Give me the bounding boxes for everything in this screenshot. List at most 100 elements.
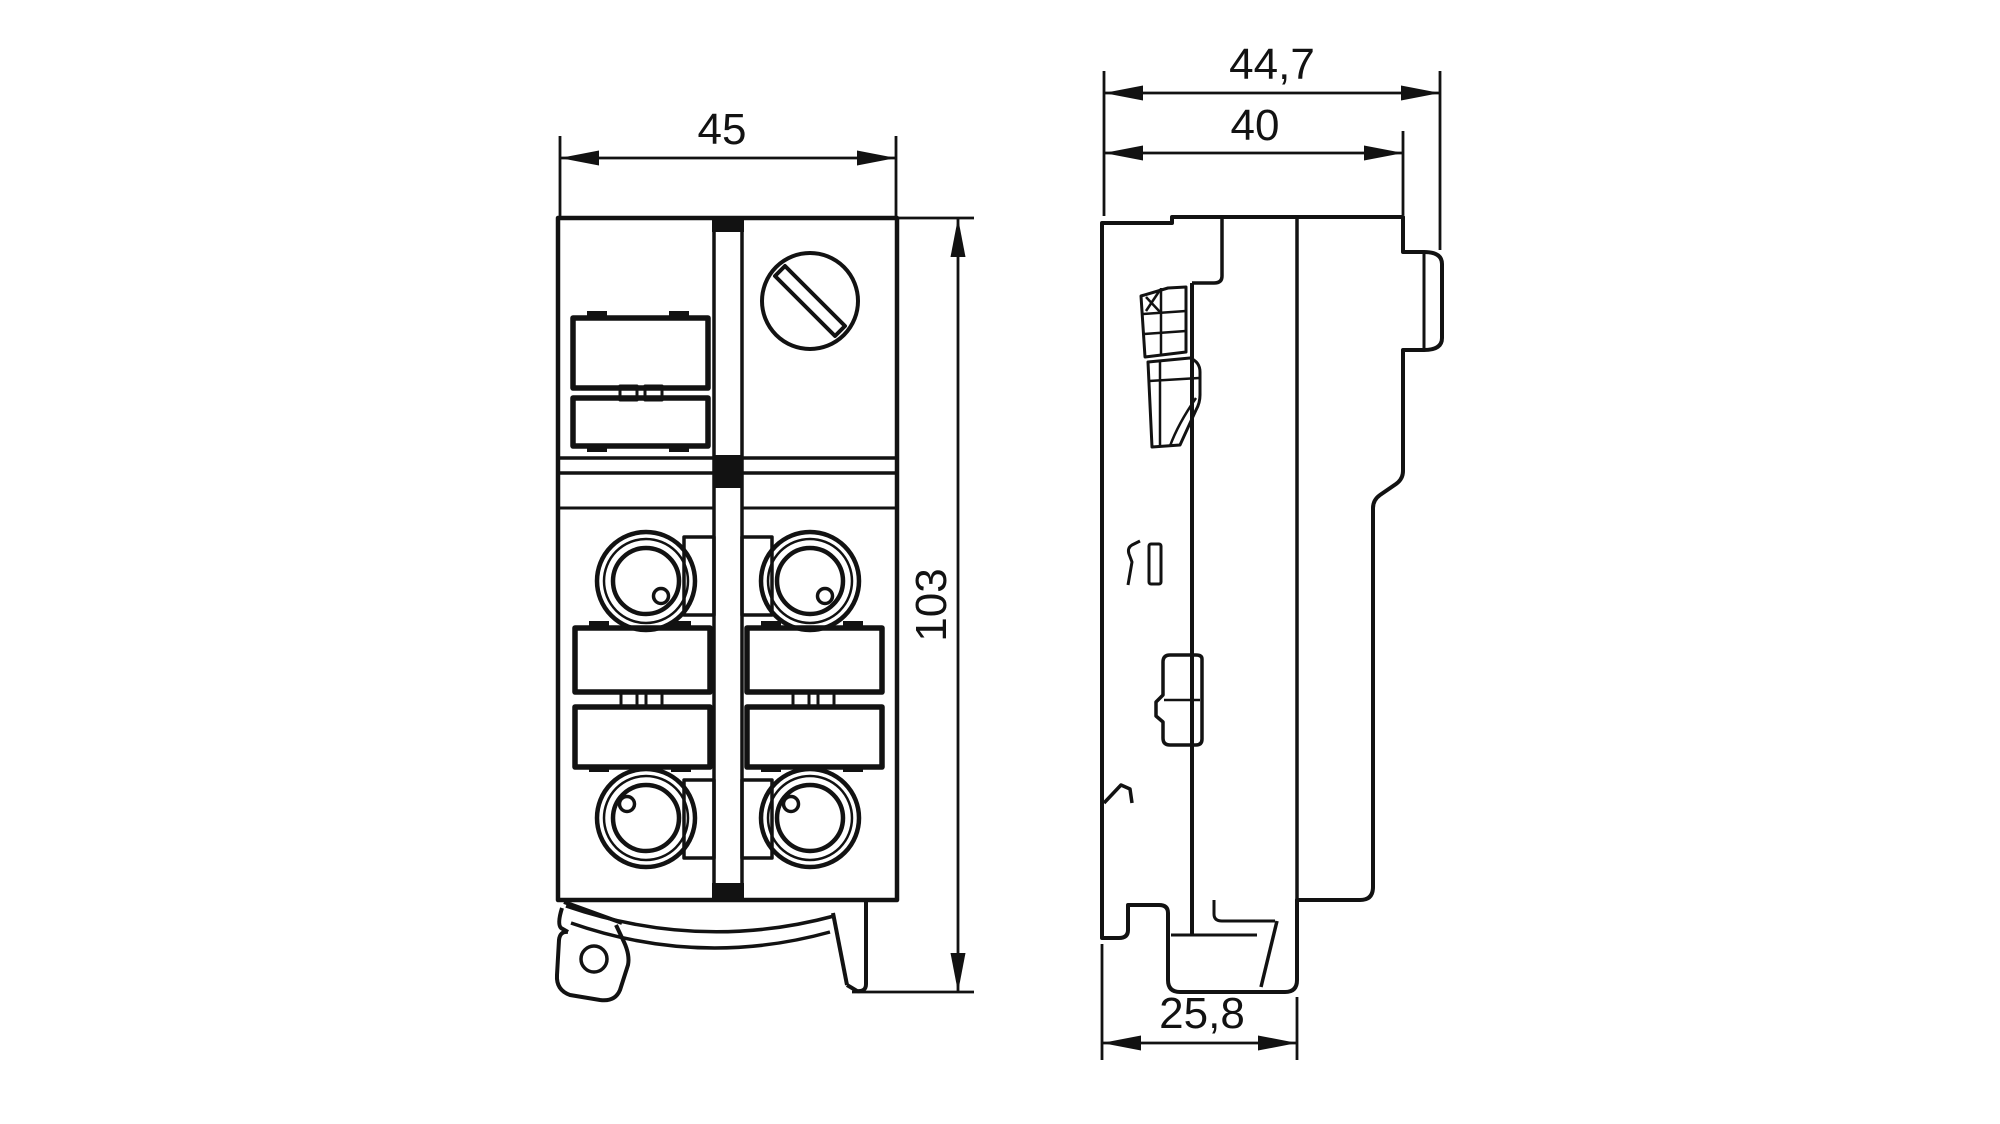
- socket-inner-ring: [610, 782, 682, 854]
- lower-right-terminal-block-1: [744, 625, 885, 695]
- foot-diagonal: [1259, 920, 1279, 988]
- contact-outline: [1139, 285, 1188, 359]
- socket-mid-ring: [766, 774, 854, 862]
- arrowhead-right: [1258, 1035, 1297, 1051]
- lower-right-terminal-block-2: [744, 704, 885, 770]
- foot-step: [1212, 900, 1275, 923]
- dimension-din-foot-width: 25,8: [1100, 944, 1299, 1060]
- edge-notch: [587, 311, 607, 317]
- arrowhead-left: [1104, 145, 1143, 161]
- dimensions: 45 103 44,7 40: [558, 40, 1442, 1060]
- front-din-foot: [554, 900, 868, 1003]
- socket-outer-ring: [758, 529, 862, 633]
- screw-slot: [773, 264, 847, 338]
- contact-line: [1142, 309, 1187, 316]
- lower-left-terminal-block-1: [572, 625, 713, 695]
- foot-leg-inner: [831, 912, 849, 986]
- section-dividers: [558, 456, 897, 510]
- latch-hole: [579, 944, 609, 974]
- upper-terminal-block-2: [570, 395, 711, 449]
- arrowhead-right: [857, 150, 896, 166]
- edge-notch: [671, 621, 691, 627]
- addressing-screw: [760, 251, 860, 351]
- small-hook: [1126, 539, 1141, 586]
- contact-line: [1148, 376, 1200, 383]
- dimension-label-front-height: 103: [907, 568, 956, 641]
- edge-notch: [669, 446, 689, 452]
- dimension-front-height: 103: [852, 216, 974, 994]
- dimension-label-side-depth-total: 44,7: [1229, 40, 1315, 89]
- socket-keyway: [781, 794, 801, 814]
- edge-notch: [669, 311, 689, 317]
- arrowhead-right: [1401, 85, 1440, 101]
- dimension-side-depth-body: 40: [1104, 101, 1405, 215]
- lower-left-terminal-block-2: [572, 704, 713, 770]
- edge-notch: [589, 621, 609, 627]
- channel-arm-top-left: [682, 535, 716, 617]
- arrowhead-up: [950, 218, 966, 257]
- edge-notch: [761, 766, 781, 772]
- foot-leg-outer: [845, 902, 868, 994]
- contact-curve: [1168, 397, 1198, 447]
- arrowhead-left: [1102, 1035, 1141, 1051]
- side-mid-details: [1102, 539, 1204, 805]
- channel-bottom-cap: [712, 883, 744, 900]
- side-housing-outline: [1100, 215, 1444, 994]
- side-view: [1100, 215, 1444, 994]
- socket-keyway: [651, 586, 671, 606]
- piercing-contact-upper: [1139, 285, 1188, 359]
- contact-line: [1144, 289, 1162, 312]
- edge-notch: [843, 766, 863, 772]
- terminal-tab: [644, 690, 664, 709]
- m12-socket-bottom-right: [758, 766, 862, 870]
- piercing-contact-lower: [1146, 356, 1202, 449]
- arrowhead-left: [560, 150, 599, 166]
- dimension-label-din-foot-width: 25,8: [1159, 989, 1245, 1038]
- screw-head-circle: [760, 251, 860, 351]
- dimension-front-width: 45: [558, 105, 898, 216]
- edge-notch: [671, 766, 691, 772]
- terminal-tab: [643, 384, 664, 402]
- socket-mid-ring: [602, 537, 690, 625]
- socket-outer-ring: [594, 529, 698, 633]
- socket-mid-ring: [602, 774, 690, 862]
- m12-socket-top-right: [758, 529, 862, 633]
- socket-keyway: [815, 586, 835, 606]
- channel-top-cap: [712, 218, 744, 232]
- edge-notch: [589, 766, 609, 772]
- dimension-label-side-depth-body: 40: [1231, 101, 1280, 150]
- arrowhead-down: [950, 953, 966, 992]
- m12-socket-bottom-left: [594, 766, 698, 870]
- terminal-tab: [816, 690, 836, 709]
- socket-mid-ring: [766, 537, 854, 625]
- foot-bow-lower: [570, 921, 831, 950]
- latch-top-edge: [563, 900, 623, 925]
- center-cable-channel: [682, 218, 774, 900]
- socket-inner-ring: [610, 545, 682, 617]
- edge-notch: [761, 621, 781, 627]
- terminal-tab: [619, 690, 639, 709]
- contact-outline: [1146, 356, 1202, 449]
- upper-terminal-block-1: [570, 315, 711, 391]
- socket-outer-ring: [594, 766, 698, 870]
- dimension-side-depth-total: 44,7: [1102, 40, 1442, 250]
- socket-keyway: [617, 794, 637, 814]
- terminal-tab: [791, 690, 811, 709]
- latch-body: [554, 907, 631, 1003]
- small-slot: [1147, 542, 1163, 586]
- channel-arm-bottom-right: [740, 778, 774, 860]
- edge-notch: [843, 621, 863, 627]
- rail-clip: [1154, 653, 1204, 747]
- socket-inner-ring: [774, 545, 846, 617]
- edge-notch: [587, 446, 607, 452]
- arrowhead-right: [1364, 145, 1403, 161]
- socket-inner-ring: [774, 782, 846, 854]
- socket-outer-ring: [758, 766, 862, 870]
- m12-socket-top-left: [594, 529, 698, 633]
- dimension-label-front-width: 45: [698, 105, 747, 154]
- channel-arm-bottom-left: [682, 778, 716, 860]
- arrowhead-left: [1104, 85, 1143, 101]
- channel-arm-top-right: [740, 535, 774, 617]
